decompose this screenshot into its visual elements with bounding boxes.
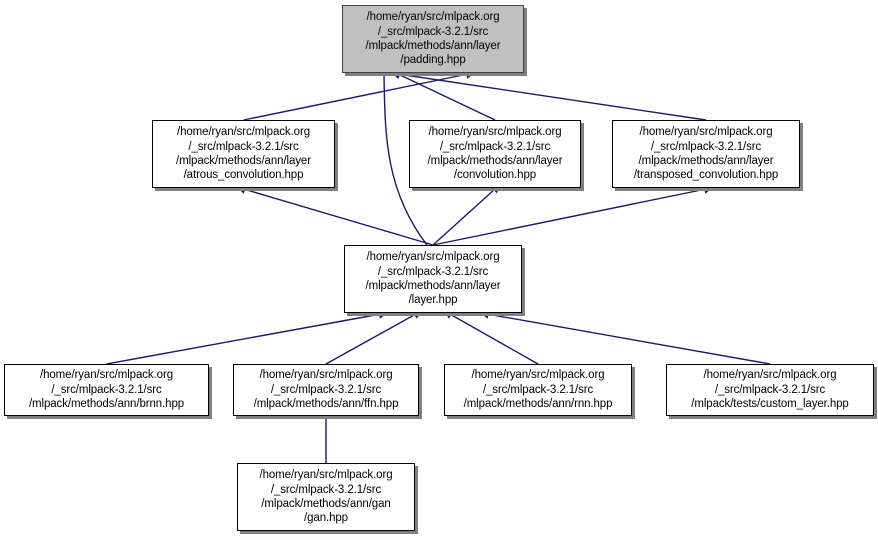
- graph-edge-convolution-to-padding: [391, 70, 496, 121]
- graph-node-custom_layer[interactable]: /home/ryan/src/mlpack.org/_src/mlpack-3.…: [666, 364, 874, 416]
- node-label-line: /mlpack/methods/ann/gan: [261, 498, 391, 510]
- node-label-line: /_src/mlpack-3.2.1/src: [714, 383, 826, 396]
- node-label-line: /layer.hpp: [408, 294, 458, 307]
- node-label-line: /home/ryan/src/mlpack.org: [471, 369, 605, 382]
- node-label-line: /home/ryan/src/mlpack.org: [428, 126, 562, 139]
- graph-node-atrous_convolution[interactable]: /home/ryan/src/mlpack.org/_src/mlpack-3.…: [152, 120, 335, 188]
- node-label-line: /home/ryan/src/mlpack.org: [639, 126, 773, 139]
- node-label-line: /_src/mlpack-3.2.1/src: [439, 140, 551, 153]
- graph-edge-brnn-to-layer: [106, 309, 389, 365]
- node-label-line: /_src/mlpack-3.2.1/src: [650, 140, 762, 153]
- graph-node-layer[interactable]: /home/ryan/src/mlpack.org/_src/mlpack-3.…: [344, 245, 522, 313]
- node-label-line: /mlpack/methods/ann/layer: [176, 155, 311, 167]
- graph-node-rnn[interactable]: /home/ryan/src/mlpack.org/_src/mlpack-3.…: [444, 364, 632, 416]
- graph-node-ffn[interactable]: /home/ryan/src/mlpack.org/_src/mlpack-3.…: [233, 364, 419, 416]
- graph-edge-rnn-to-layer: [443, 310, 539, 365]
- graph-edge-ffn-to-layer: [325, 310, 423, 365]
- graph-edge-layer-to-transposed_convolution: [432, 184, 714, 246]
- node-label-line: /mlpack/methods/ann/layer: [365, 280, 501, 292]
- node-label-line: /home/ryan/src/mlpack.org: [366, 251, 500, 264]
- node-label-line: /_src/mlpack-3.2.1/src: [51, 383, 162, 396]
- graph-edge-layer-to-convolution: [432, 183, 501, 246]
- node-label-line: /_src/mlpack-3.2.1/src: [377, 25, 489, 38]
- node-label-line: /mlpack/methods/ann/layer: [365, 40, 501, 52]
- node-label-line: /padding.hpp: [400, 54, 466, 67]
- node-label-line: /mlpack/methods/ann/layer: [427, 155, 563, 167]
- node-label-line: /home/ryan/src/mlpack.org: [40, 369, 173, 382]
- graph-node-transposed_convolution[interactable]: /home/ryan/src/mlpack.org/_src/mlpack-3.…: [612, 120, 800, 188]
- node-label-line: /_src/mlpack-3.2.1/src: [482, 383, 594, 396]
- graph-node-gan[interactable]: /home/ryan/src/mlpack.org/_src/mlpack-3.…: [237, 463, 415, 531]
- graph-edge-custom_layer-to-layer: [479, 309, 771, 365]
- node-label-line: /gan.hpp: [304, 512, 348, 525]
- graph-edge-transposed_convolution-to-padding: [390, 69, 707, 121]
- node-label-line: /mlpack/methods/ann/ffn.hpp: [253, 398, 399, 411]
- graph-node-convolution[interactable]: /home/ryan/src/mlpack.org/_src/mlpack-3.…: [409, 120, 581, 188]
- node-label-line: /mlpack/methods/ann/layer: [638, 155, 774, 167]
- node-label-line: /mlpack/tests/custom_layer.hpp: [691, 398, 849, 411]
- node-label-line: /atrous_convolution.hpp: [183, 169, 304, 182]
- graph-edge-atrous_convolution-to-padding: [243, 69, 476, 121]
- graph-node-padding[interactable]: /home/ryan/src/mlpack.org/_src/mlpack-3.…: [342, 5, 524, 73]
- node-label-line: /_src/mlpack-3.2.1/src: [270, 483, 382, 496]
- node-label-line: /home/ryan/src/mlpack.org: [366, 11, 500, 24]
- node-label-line: /convolution.hpp: [453, 169, 537, 182]
- node-label-line: /mlpack/methods/ann/rnn.hpp: [463, 398, 613, 411]
- node-label-line: /_src/mlpack-3.2.1/src: [188, 140, 299, 153]
- node-label-line: /home/ryan/src/mlpack.org: [259, 369, 393, 382]
- node-label-line: /home/ryan/src/mlpack.org: [259, 469, 393, 482]
- node-label-line: /_src/mlpack-3.2.1/src: [377, 265, 489, 278]
- node-label-line: /home/ryan/src/mlpack.org: [177, 126, 310, 139]
- node-label-line: /transposed_convolution.hpp: [633, 169, 779, 182]
- graph-edge-layer-to-atrous_convolution: [236, 185, 434, 246]
- node-label-line: /mlpack/methods/ann/brnn.hpp: [28, 398, 185, 411]
- node-label-line: /home/ryan/src/mlpack.org: [703, 369, 837, 382]
- node-label-line: /_src/mlpack-3.2.1/src: [270, 383, 382, 396]
- graph-node-brnn[interactable]: /home/ryan/src/mlpack.org/_src/mlpack-3.…: [4, 364, 209, 416]
